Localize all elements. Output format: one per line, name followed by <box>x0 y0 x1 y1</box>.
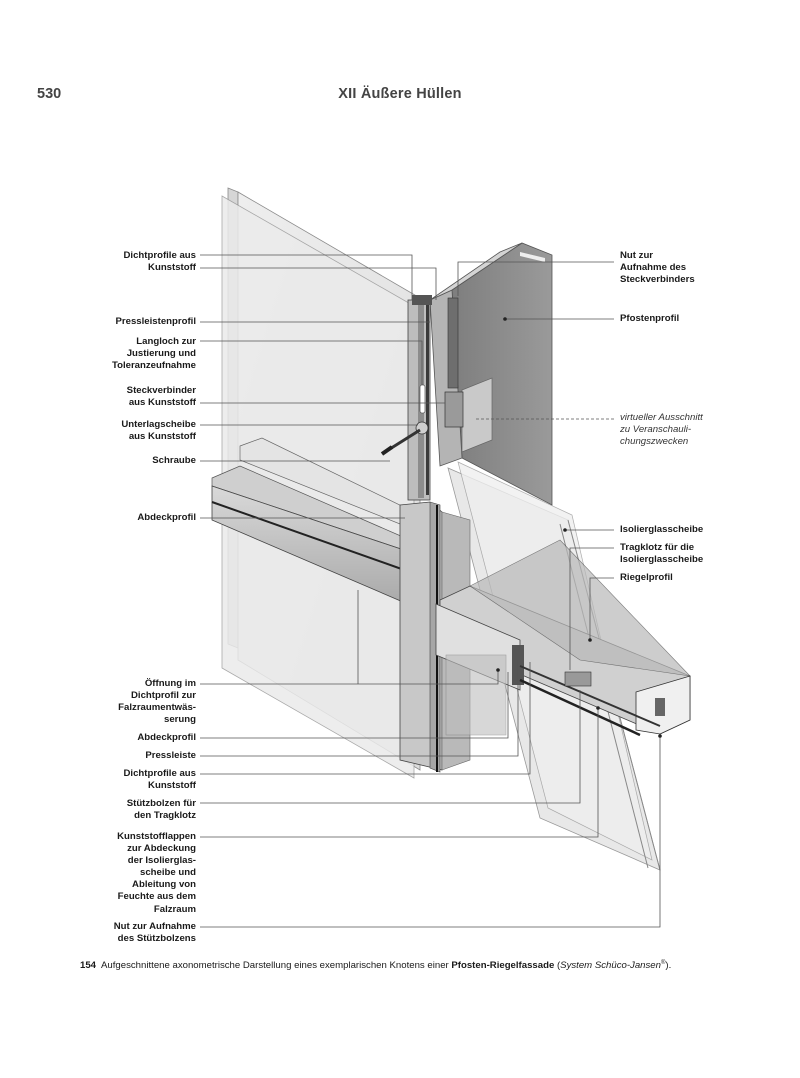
label-pressleistenprofil: Pressleistenprofil <box>115 316 196 327</box>
caption-superscript: ® <box>660 960 666 966</box>
caption-bold: Pfosten-Riegelfassade <box>451 960 555 972</box>
label-schraube: Schraube <box>152 455 196 466</box>
chapter-title: XII Äußere Hüllen <box>338 86 462 102</box>
label-pressleiste: Pressleiste <box>145 750 196 761</box>
label-isolierglasscheibe: Isolierglasscheibe <box>620 524 704 535</box>
caption-italic: System Schüco-Jansen <box>560 960 661 972</box>
caption-text-between: ( <box>554 960 561 972</box>
label-abdeckprofil-2: Abdeckprofil <box>137 732 196 743</box>
leader-dots <box>496 317 662 738</box>
caption-text-before: Aufgeschnittene axonometrische Darstellu… <box>101 960 452 972</box>
caption-text-after: ). <box>665 960 672 972</box>
label-pfostenprofil: Pfostenprofil <box>620 313 680 324</box>
figure-caption: 154 Aufgeschnittene axonometrische Darste… <box>80 960 671 971</box>
transom-profile-right <box>435 539 691 737</box>
label-riegelprofil: Riegelprofil <box>620 572 673 583</box>
page-number: 530 <box>37 86 62 102</box>
label-abdeckprofil-1: Abdeckprofil <box>137 512 196 523</box>
mullion-details <box>380 295 464 501</box>
leader-lines <box>200 254 661 928</box>
caption-number: 154 <box>80 960 97 972</box>
